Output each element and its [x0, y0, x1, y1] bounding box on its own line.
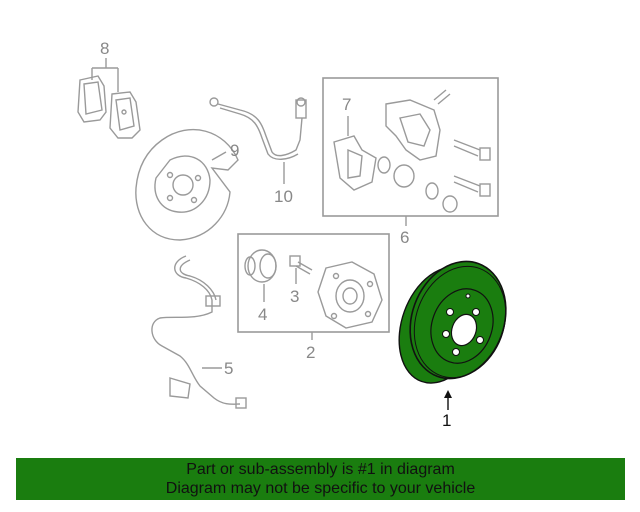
banner-line-2: Diagram may not be specific to your vehi…	[165, 480, 476, 497]
callout-4: 4	[258, 305, 267, 324]
hub-assembly-box	[237, 233, 390, 333]
brake-pads-illustration	[77, 75, 141, 139]
callout-7: 7	[342, 95, 351, 114]
callout-8: 8	[100, 39, 109, 58]
callout-1: 1	[442, 411, 451, 430]
caliper-assembly-box	[322, 77, 499, 217]
callout-3: 3	[290, 287, 299, 306]
brake-hose-illustration	[209, 97, 307, 160]
dust-shield-illustration	[135, 128, 239, 241]
leader-9	[211, 151, 227, 161]
callout-9: 9	[230, 141, 239, 160]
hub-bearing-illustration	[244, 249, 277, 283]
banner-line-1: Part or sub-assembly is #1 in diagram	[186, 461, 455, 478]
callout-5: 5	[224, 359, 233, 378]
caliper-illustration	[333, 89, 491, 213]
leader-1-arrow	[444, 390, 452, 398]
callout-6: 6	[400, 228, 409, 247]
brake-rotor-illustration[interactable]	[384, 248, 522, 395]
part-info-banner: Part or sub-assembly is #1 in diagram Di…	[16, 458, 625, 500]
hub-bolt-illustration	[289, 255, 313, 275]
callout-2: 2	[306, 343, 315, 362]
abs-sensor-wire-illustration	[151, 255, 247, 409]
hub-flange-illustration	[317, 261, 383, 329]
callout-10: 10	[274, 187, 293, 206]
